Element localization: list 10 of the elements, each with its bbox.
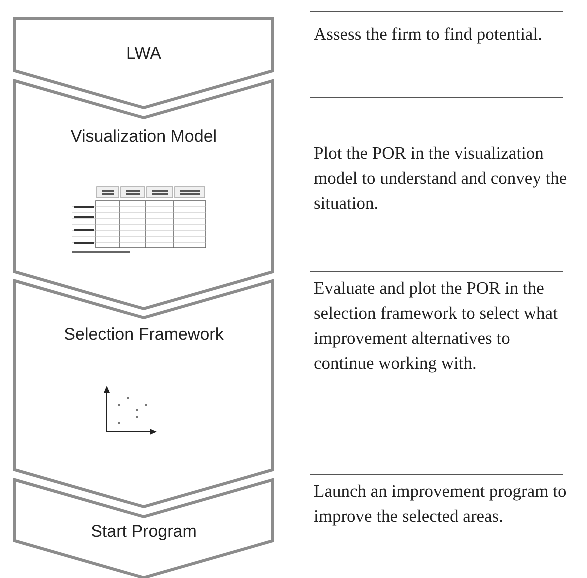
- step-description: Assess the firm to find potential.: [314, 23, 544, 46]
- chevron-step: [15, 19, 273, 108]
- step-title: Selection Framework: [63, 325, 225, 345]
- step-title: Visualization Model: [70, 127, 218, 147]
- step-title: LWA: [126, 44, 162, 64]
- step-description: Evaluate and plot the POR in the selection framework to select what improvement alternatives to continue working with.: [314, 277, 559, 375]
- step-description: Launch an improvement program to improve the selected areas.: [314, 480, 568, 528]
- step-title: Start Program: [90, 522, 198, 542]
- chevron-step: [15, 480, 273, 578]
- step-description: Plot the POR in the visualization model to understand and convey the situation.: [314, 142, 568, 215]
